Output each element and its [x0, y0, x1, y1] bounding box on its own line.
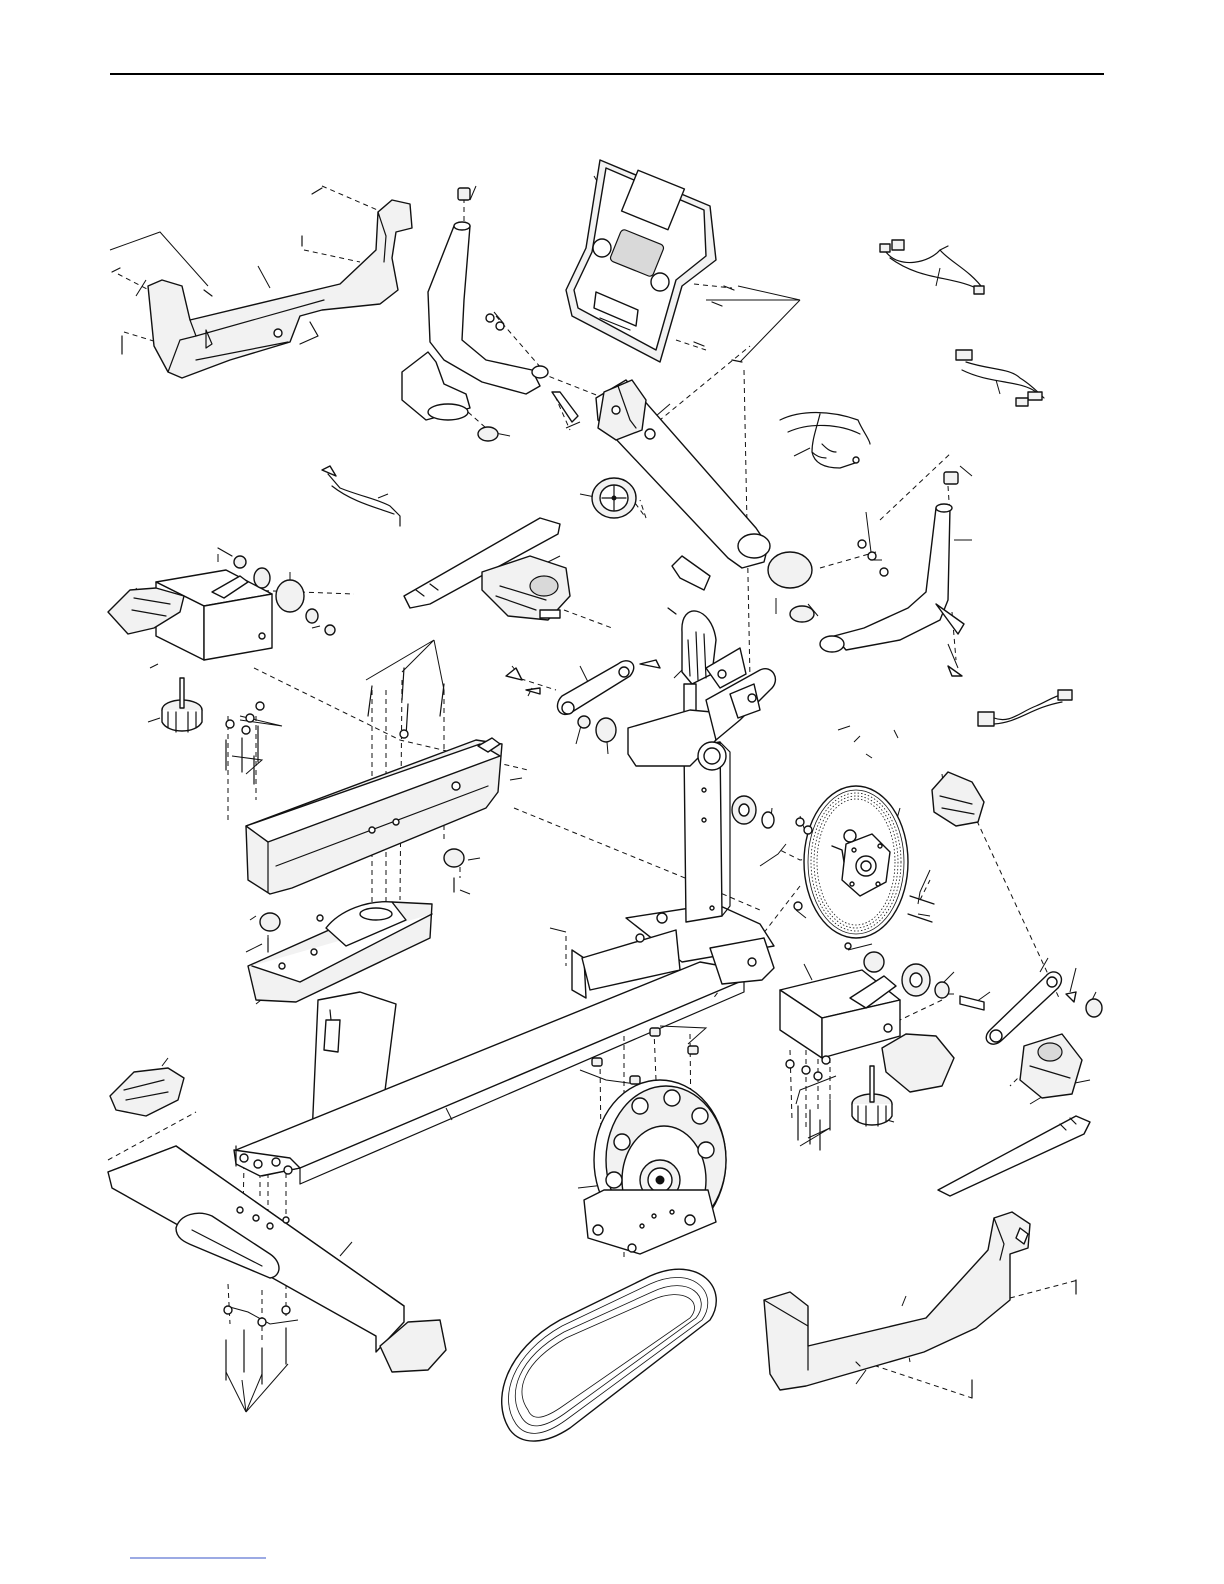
- right-pedal: [1020, 1034, 1082, 1098]
- idler-pulley: [592, 478, 636, 518]
- front-endcap: [110, 1068, 184, 1116]
- left-handlebar: [402, 188, 578, 441]
- upright-tube: [596, 380, 770, 568]
- right-handlebar: [768, 472, 964, 676]
- drive-belt: [502, 1269, 717, 1441]
- bracket-right-hardware: [786, 1056, 830, 1150]
- right-bracket-cover: [932, 772, 984, 826]
- wire-harness-2: [956, 350, 1044, 406]
- left-upper-shroud: [148, 200, 412, 378]
- wire-harness-1: [880, 240, 984, 294]
- drive-pulley-flywheel: [804, 786, 908, 938]
- sensor-wire: [322, 466, 400, 526]
- right-crank-arm: [986, 972, 1102, 1044]
- eddy-brake: [584, 1080, 726, 1254]
- seat-adjust-knob: [668, 556, 716, 718]
- front-frame-shroud: [246, 738, 502, 894]
- leveler-left: [162, 678, 202, 732]
- console: [566, 160, 716, 362]
- right-pedal-strap: [938, 1116, 1090, 1196]
- right-lower-shroud: [764, 1212, 1030, 1390]
- console-screws: [694, 286, 742, 362]
- wire-harness-3: [780, 413, 870, 469]
- frame-screws: [368, 668, 444, 738]
- rear-stabilizer: [108, 1146, 404, 1352]
- wire-harness-4: [978, 690, 1072, 726]
- leg-bracket-left: [108, 570, 272, 660]
- leveler-right: [852, 1066, 892, 1126]
